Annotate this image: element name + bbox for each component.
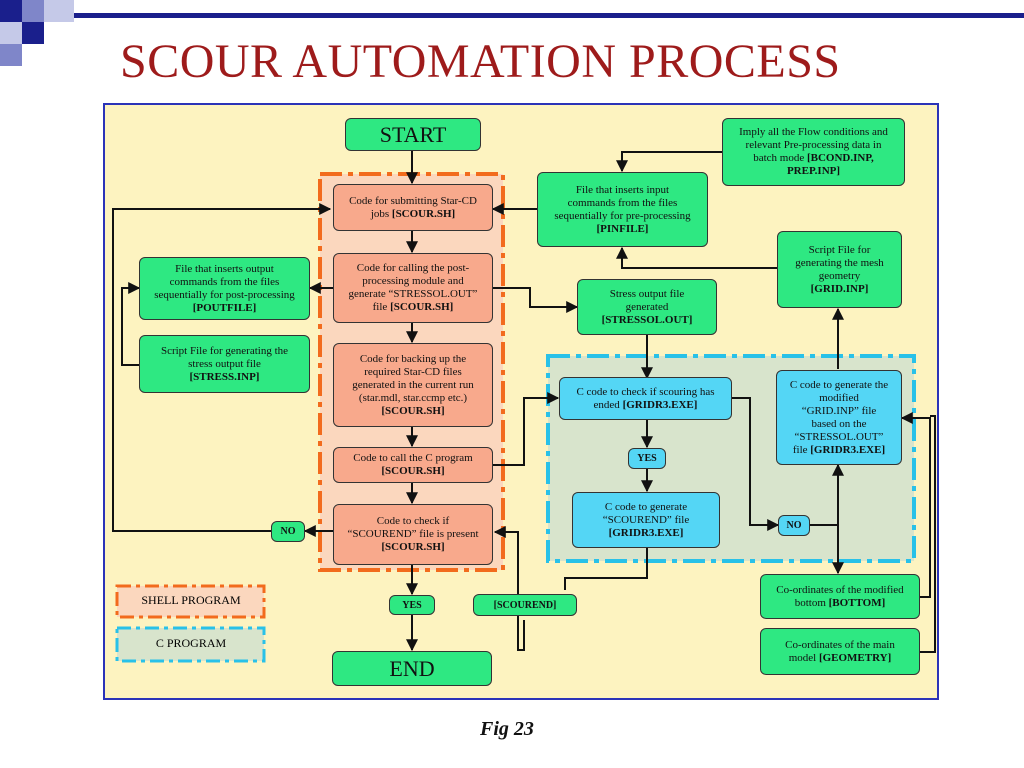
shell-no-text: NO [280,526,296,537]
checkend-tag: [SCOUR.SH] [381,541,445,553]
gengrid-text: C code to generate the modified “GRID.IN… [789,378,889,456]
corner-square [0,44,22,66]
geometry-tag: [GEOMETRY] [818,651,892,664]
backup-tag: [SCOUR.SH] [381,404,445,417]
scourend-file-text: [SCOUREND] [493,599,557,611]
corner-square [22,0,44,22]
poutfile-tag: [POUTFILE] [192,301,257,314]
submit-text: Code for submitting Star-CD jobs [349,194,477,220]
callc-tag: [SCOUR.SH] [381,465,445,477]
checkend-text: Code to check if “SCOUREND” file is pres… [347,515,479,540]
stressout-node: Stress output file generated[STRESSOL.OU… [577,279,717,335]
stressout-tag: [STRESSOL.OUT] [601,313,693,326]
gridinp-node: Script File for generating the mesh geom… [777,231,902,308]
gengrid-tag: [GRIDR3.EXE] [810,443,886,456]
postproc-tag: [SCOUR.SH] [390,301,454,313]
shell-yes-label: YES [389,595,435,615]
pinfile-text: File that inserts input commands from th… [554,183,691,222]
poutfile-node: File that inserts output commands from t… [139,257,310,320]
scourend-file-label: [SCOUREND] [473,594,577,616]
gridinp-text: Script File for generating the mesh geom… [795,243,884,282]
checkscour-tag: [GRIDR3.EXE] [622,398,698,411]
bcond-node: Imply all the Flow conditions and releva… [722,118,905,186]
checkscour-node: C code to check if scouring has ended [G… [559,377,732,420]
callc-text: Code to call the C program [353,452,473,464]
bottom-node: Co-ordinates of the modified bottom [BOT… [760,574,920,619]
slide-title: SCOUR AUTOMATION PROCESS [120,35,841,88]
c-yes-label: YES [628,448,666,469]
pinfile-node: File that inserts input commands from th… [537,172,708,247]
bottom-text: Co-ordinates of the modified bottom [776,583,904,609]
callc-node: Code to call the C program[SCOUR.SH] [333,447,493,483]
start-node: START [345,118,481,151]
gengrid-node: C code to generate the modified “GRID.IN… [776,370,902,465]
backup-node: Code for backing up the required Star-CD… [333,343,493,427]
stressinp-node: Script File for generating the stress ou… [139,335,310,393]
corner-square [0,22,22,44]
corner-square [0,0,22,22]
postproc-node: Code for calling the post- processing mo… [333,253,493,323]
bcond-text: Imply all the Flow conditions and releva… [739,126,888,164]
stressinp-text: Script File for generating the stress ou… [160,344,289,370]
corner-square [44,0,74,22]
bcond-tag: [BCOND.INP, PREP.INP] [786,152,874,177]
figure-caption: Fig 23 [480,718,534,740]
shell-no-label: NO [271,521,305,542]
stressinp-tag: [STRESS.INP] [189,370,260,383]
legend-shell-label: SHELL PROGRAM [141,593,241,607]
geometry-text: Co-ordinates of the main model [785,638,895,664]
bottom-tag: [BOTTOM] [828,596,886,609]
end-node: END [332,651,492,686]
genscourend-node: C code to generate “SCOUREND” file[GRIDR… [572,492,720,548]
start-label: START [379,121,447,147]
end-label: END [389,655,435,681]
gridinp-tag: [GRID.INP] [810,282,869,295]
geometry-node: Co-ordinates of the main model [GEOMETRY… [760,628,920,675]
checkend-node: Code to check if “SCOUREND” file is pres… [333,504,493,565]
corner-square [22,22,44,44]
postproc-text: Code for calling the post- processing mo… [348,262,478,313]
pinfile-tag: [PINFILE] [596,222,649,235]
title-rule [74,13,1024,18]
legend-c-label: C PROGRAM [155,636,227,650]
genscourend-tag: [GRIDR3.EXE] [608,526,684,539]
c-no-text: NO [786,520,802,531]
c-no-label: NO [778,515,810,536]
submit-node: Code for submitting Star-CD jobs [SCOUR.… [333,184,493,231]
stressout-text: Stress output file generated [609,287,685,313]
shell-yes-text: YES [402,599,422,611]
poutfile-text: File that inserts output commands from t… [154,262,295,301]
genscourend-text: C code to generate “SCOUREND” file [602,500,690,526]
checkscour-text: C code to check if scouring has ended [576,385,715,411]
c-yes-text: YES [637,453,657,464]
submit-tag: [SCOUR.SH] [391,207,456,220]
backup-text: Code for backing up the required Star-CD… [352,352,474,404]
